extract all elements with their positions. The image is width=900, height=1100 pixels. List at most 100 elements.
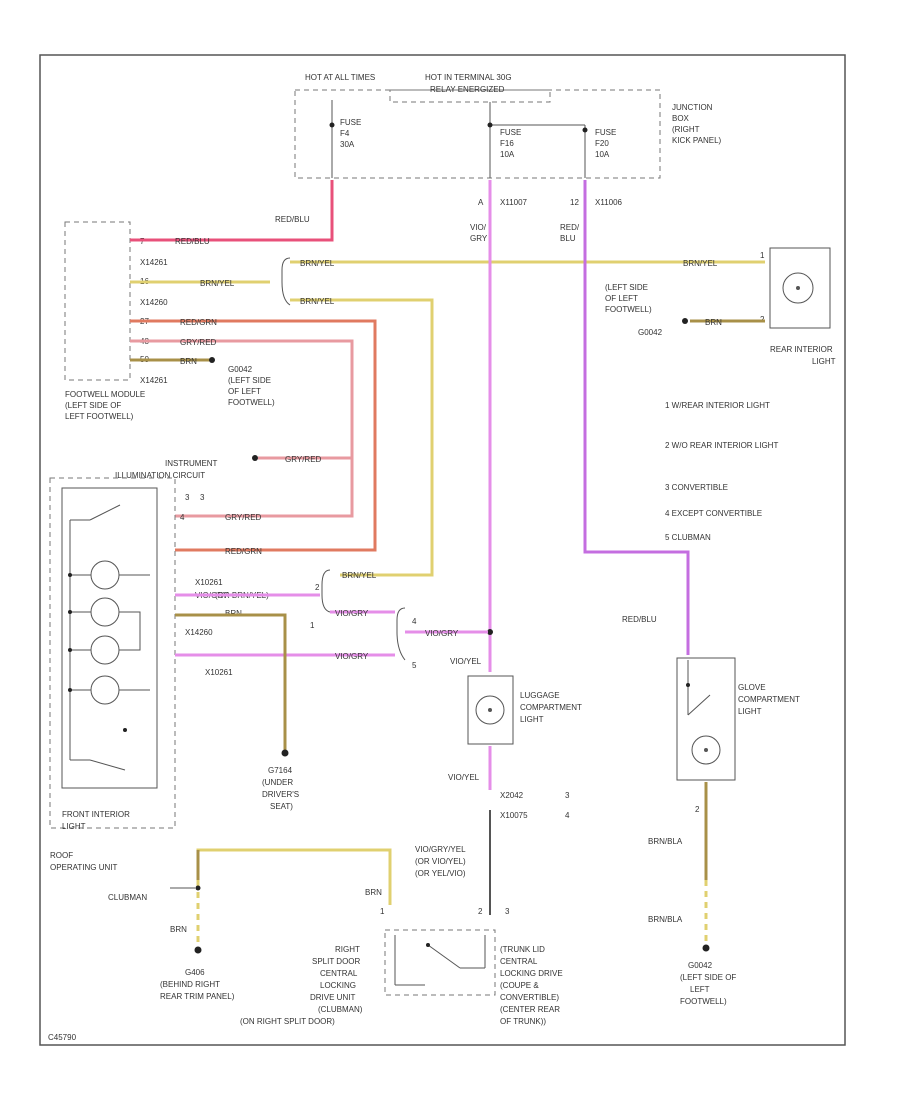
svg-text:FOOTWELL): FOOTWELL) — [228, 398, 275, 407]
svg-text:BLU: BLU — [560, 234, 576, 243]
wire-red-blu-glove-label: RED/BLU — [622, 615, 657, 624]
trunk-lid-label: (TRUNK LID CENTRAL LOCKING DRIVE (COUPE … — [500, 945, 563, 1026]
svg-text:(BEHIND RIGHT: (BEHIND RIGHT — [160, 980, 220, 989]
svg-text:G0042: G0042 — [638, 328, 663, 337]
svg-text:FUSE: FUSE — [340, 118, 361, 127]
g7164-dot — [281, 749, 289, 757]
svg-text:F4: F4 — [340, 129, 350, 138]
wire-brn-bla-1-label: BRN/BLA — [648, 837, 683, 846]
svg-text:RED/: RED/ — [560, 223, 580, 232]
svg-text:(OR VIO/YEL): (OR VIO/YEL) — [415, 857, 466, 866]
svg-text:FOOTWELL): FOOTWELL) — [605, 305, 652, 314]
glove-ground-label: G0042 (LEFT SIDE OF LEFT FOOTWELL) — [680, 961, 736, 1006]
svg-text:G406: G406 — [185, 968, 205, 977]
svg-text:(LEFT SIDE OF: (LEFT SIDE OF — [680, 973, 736, 982]
svg-text:LOCKING: LOCKING — [320, 981, 356, 990]
fuse-f16-label: FUSE F16 10A — [500, 128, 521, 159]
wire-red-blu-f4 — [130, 180, 334, 242]
rear-ground-label: (LEFT SIDE OF LEFT FOOTWELL) G0042 — [605, 283, 663, 337]
glove-filament — [704, 748, 708, 752]
footwell-ground-label: G0042 (LEFT SIDE OF LEFT FOOTWELL) — [228, 365, 275, 407]
svg-text:RIGHT: RIGHT — [335, 945, 360, 954]
fuse-f20-label: FUSE F20 10A — [595, 128, 616, 159]
svg-text:KICK PANEL): KICK PANEL) — [672, 136, 722, 145]
pin-x11006-label: X11006 — [595, 198, 623, 207]
fuse-f20-dot — [582, 127, 588, 133]
svg-text:GLOVE: GLOVE — [738, 683, 766, 692]
front-switch-2 — [89, 759, 126, 771]
rear-ground-wire-label: BRN — [705, 318, 722, 327]
wire-brn-bla-2-label: BRN/BLA — [648, 915, 683, 924]
glove-switch — [687, 694, 711, 716]
svg-text:FRONT INTERIOR: FRONT INTERIOR — [62, 810, 130, 819]
luggage-label: LUGGAGE COMPARTMENT LIGHT — [520, 691, 582, 724]
splice-bracket-3 — [396, 607, 406, 661]
roof-conn-x10: X10261 — [195, 578, 223, 587]
svg-text:(LEFT SIDE OF: (LEFT SIDE OF — [65, 401, 121, 410]
svg-text:COMPARTMENT: COMPARTMENT — [520, 703, 582, 712]
g7164-label: G7164 (UNDER DRIVER'S SEAT) — [262, 766, 299, 811]
splice-pin-5: 5 — [412, 661, 417, 670]
glove-ground-dot — [702, 944, 710, 952]
wire-brn-yel-splice-label: BRN/YEL — [342, 571, 377, 580]
luggage-pin-3: 3 — [565, 791, 570, 800]
footwell-conn-mid: X14260 — [140, 298, 168, 307]
svg-text:GRY: GRY — [470, 234, 488, 243]
front-dot-1 — [68, 573, 72, 577]
instrument-label: INSTRUMENT — [165, 459, 218, 468]
wire-red-grn — [130, 319, 377, 552]
splice-pin-2: 2 — [315, 583, 320, 592]
splice-bracket-1 — [281, 257, 291, 306]
luggage-conn-2: X10075 — [500, 811, 528, 820]
roof-pin-3b: 3 — [200, 493, 205, 502]
luggage-wire-bottom-label: VIO/YEL — [448, 773, 480, 782]
relay-energized-label: RELAY ENERGIZED — [430, 85, 505, 94]
svg-text:10A: 10A — [500, 150, 515, 159]
svg-text:SEAT): SEAT) — [270, 802, 293, 811]
svg-text:LIGHT: LIGHT — [738, 707, 762, 716]
glove-bulb — [691, 735, 721, 765]
rear-ground-dot — [682, 318, 688, 324]
ground-dot-instrument — [252, 455, 258, 461]
wire-vio-gry-to-main-label: VIO/GRY — [425, 629, 459, 638]
bulb-4 — [90, 675, 120, 705]
wire-red-grn-label: RED/GRN — [180, 318, 217, 327]
front-dot-4 — [68, 688, 72, 692]
wire-brn-yel-clubman — [196, 848, 392, 905]
fuse-f4-label: FUSE F4 30A — [340, 118, 361, 149]
wire-red-grn-roof-label: RED/GRN — [225, 547, 262, 556]
svg-text:10A: 10A — [595, 150, 610, 159]
svg-text:OF LEFT: OF LEFT — [605, 294, 638, 303]
junction-box-dash — [294, 89, 661, 179]
svg-text:VIO/GRY/YEL: VIO/GRY/YEL — [415, 845, 466, 854]
svg-text:COMPARTMENT: COMPARTMENT — [738, 695, 800, 704]
glove-label: GLOVE COMPARTMENT LIGHT — [738, 683, 800, 716]
fuse-f4-dot — [329, 122, 335, 128]
clubman-label: CLUBMAN — [108, 893, 147, 902]
roof-pin-3: 3 — [185, 493, 190, 502]
door-pin-1: 1 — [380, 907, 385, 916]
junction-box-label: JUNCTION BOX (RIGHT KICK PANEL) — [672, 103, 722, 145]
svg-text:JUNCTION: JUNCTION — [672, 103, 713, 112]
rear-light-box — [769, 247, 831, 329]
svg-text:G0042: G0042 — [688, 961, 713, 970]
svg-text:CENTRAL: CENTRAL — [500, 957, 538, 966]
wire-brn-yel-rear-label-1: BRN/YEL — [300, 259, 335, 268]
svg-text:(OR YEL/VIO): (OR YEL/VIO) — [415, 869, 466, 878]
clubman-dot — [195, 885, 201, 891]
svg-text:30A: 30A — [340, 140, 355, 149]
note-4: 4 EXCEPT CONVERTIBLE — [665, 509, 762, 518]
right-door-label: RIGHT SPLIT DOOR CENTRAL LOCKING DRIVE U… — [240, 945, 363, 1026]
note-2: 2 W/O REAR INTERIOR LIGHT — [665, 441, 778, 450]
svg-text:F20: F20 — [595, 139, 609, 148]
luggage-pin-4: 4 — [565, 811, 570, 820]
svg-text:BOX: BOX — [672, 114, 690, 123]
svg-text:ROOF: ROOF — [50, 851, 73, 860]
luggage-wire-notes: VIO/GRY/YEL (OR VIO/YEL) (OR YEL/VIO) — [415, 845, 466, 878]
splice-pin-4: 4 — [412, 617, 417, 626]
wire-brn-yel-down-label: BRN/YEL — [300, 297, 335, 306]
roof-conn-x10b: X10261 — [205, 668, 233, 677]
luggage-bulb — [475, 695, 505, 725]
svg-text:CENTRAL: CENTRAL — [320, 969, 358, 978]
